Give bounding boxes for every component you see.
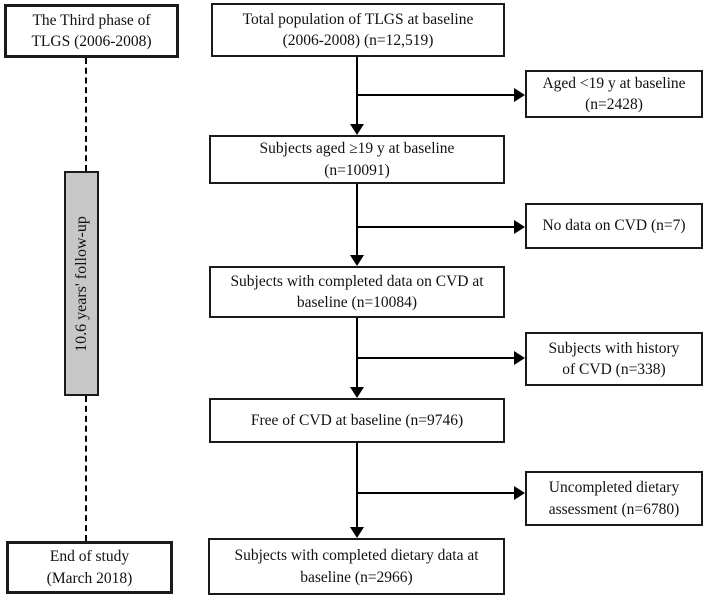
right-arrow-icon-4 (514, 486, 525, 500)
followup-duration-box: 10.6 years' follow-up (64, 171, 99, 396)
flow-box-completed-cvd-data-line1: Subjects with completed data on CVD at (230, 272, 484, 290)
exclusion-box-cvd-history-line1: Subjects with history (548, 339, 680, 357)
exclusion-box-cvd-history-line2: of CVD (n=338) (562, 361, 666, 378)
right-arrow-icon-2 (514, 220, 525, 234)
flow-box-aged-over-19: Subjects aged ≥19 y at baseline (n=10091… (209, 135, 505, 184)
exclusion-box-aged-under-19: Aged <19 y at baseline (n=2428) (525, 70, 703, 118)
branch-line-2 (357, 226, 515, 228)
flow-box-aged-over-19-line2: (n=10091) (324, 161, 390, 179)
exclusion-box-uncompleted-dietary-line1: Uncompleted dietary (548, 479, 680, 497)
phase-box-line1: The Third phase of (32, 11, 151, 29)
flow-box-completed-dietary-data-line2: baseline (n=2966) (300, 568, 413, 586)
down-arrow-icon-2 (350, 255, 364, 266)
right-arrow-icon-3 (514, 351, 525, 365)
dashed-connector-bottom (85, 396, 87, 541)
exclusion-box-no-cvd-data-line1: No data on CVD (n=7) (542, 217, 686, 235)
end-box-line1: End of study (49, 548, 130, 566)
flow-box-total-population-line1: Total population of TLGS at baseline (242, 10, 474, 28)
exclusion-box-aged-under-19-line2: (n=2428) (585, 96, 643, 113)
down-arrow-icon-1 (350, 124, 364, 135)
flow-box-completed-cvd-data-line2: baseline (n=10084) (296, 294, 418, 311)
flow-box-completed-cvd-data: Subjects with completed data on CVD at b… (209, 266, 505, 318)
down-arrow-icon-3 (350, 387, 364, 398)
right-arrow-icon-1 (514, 88, 525, 102)
exclusion-box-no-cvd-data: No data on CVD (n=7) (525, 203, 703, 249)
exclusion-box-uncompleted-dietary-line2: assessment (n=6780) (548, 500, 680, 518)
end-of-study-box: End of study (March 2018) (6, 541, 173, 594)
branch-line-3 (357, 357, 515, 359)
flow-box-total-population-line2: (2006-2008) (n=12,519) (282, 32, 434, 49)
followup-duration-label: 10.6 years' follow-up (72, 215, 90, 352)
connector-line-3 (356, 318, 358, 388)
phase-box: The Third phase of TLGS (2006-2008) (4, 4, 179, 58)
connector-line-4 (356, 443, 358, 528)
connector-line-2 (356, 184, 358, 256)
flow-box-free-of-cvd-line1: Free of CVD at baseline (n=9746) (250, 411, 464, 429)
down-arrow-icon-4 (350, 527, 364, 538)
exclusion-box-uncompleted-dietary: Uncompleted dietary assessment (n=6780) (525, 471, 703, 526)
exclusion-box-cvd-history: Subjects with history of CVD (n=338) (525, 332, 703, 386)
branch-line-4 (357, 492, 515, 494)
phase-box-line2: TLGS (2006-2008) (31, 33, 152, 50)
flow-box-completed-dietary-data-line1: Subjects with completed dietary data at (234, 547, 479, 565)
flow-box-completed-dietary-data: Subjects with completed dietary data at … (208, 538, 505, 595)
dashed-connector-top (85, 58, 87, 171)
connector-line-1 (356, 57, 358, 125)
exclusion-box-aged-under-19-line1: Aged <19 y at baseline (542, 74, 686, 92)
end-box-line2: (March 2018) (46, 569, 133, 587)
branch-line-1 (357, 94, 515, 96)
flow-box-aged-over-19-line1: Subjects aged ≥19 y at baseline (259, 140, 455, 158)
flow-box-total-population: Total population of TLGS at baseline (20… (211, 3, 505, 57)
flow-box-free-of-cvd: Free of CVD at baseline (n=9746) (209, 398, 505, 443)
